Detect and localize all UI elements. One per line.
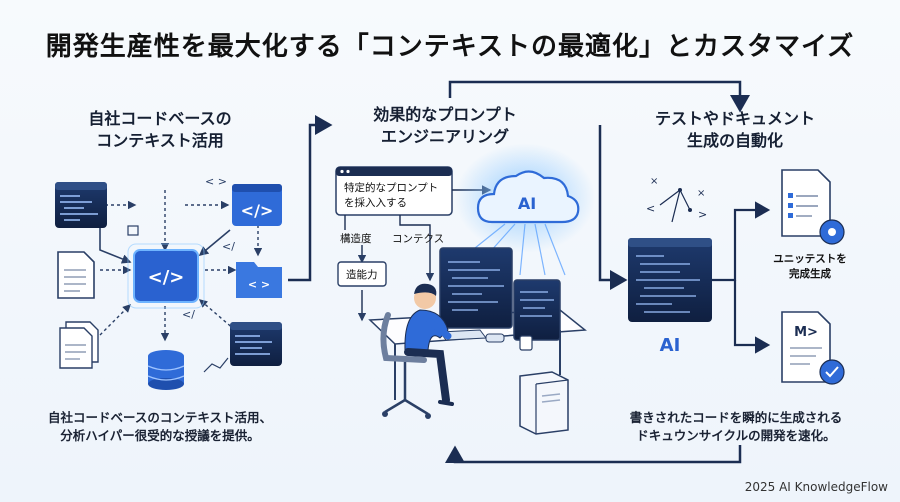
database-icon: [147, 350, 185, 390]
label-ability: 造能力: [346, 268, 378, 281]
ai-cloud-label: AI: [518, 194, 536, 213]
label-structure: 構造度: [340, 232, 372, 245]
slash-icon: </: [222, 240, 235, 253]
page-title: 開発生産性を最大化する「コンテキストの最適化」とカスタマイズ: [45, 32, 855, 62]
prompt-note-line2: を採入入する: [344, 196, 407, 209]
automation-illustration: × × < > AI ユニッテストを 完成生成 M>: [628, 169, 847, 385]
markdown-icon: M>: [794, 325, 818, 340]
mini-list-icon: [127, 225, 139, 236]
code-tag-icon: </>: [241, 201, 274, 220]
graph-line-icon: [203, 357, 229, 373]
section-1-caption: 自社コードベースのコンテキスト活用、 分析ハイパー很受的な授議を提供。: [47, 410, 272, 443]
codebase-network: </> < > </ </ </> < >: [55, 175, 282, 390]
section-3-title: テストやドキュメント 生成の自動化: [654, 109, 815, 150]
section-2-title: 効果的なプロンプト エンジニアリング: [373, 105, 517, 146]
svg-text:×: ×: [697, 188, 705, 199]
section-3-caption: 書きされたコードを瞬的に生成される ドキュウンサイクルの開発を速化。: [629, 410, 843, 443]
ai-automation-label: AI: [660, 335, 681, 356]
prompt-note-line1: 特定的なプロンプト: [344, 181, 438, 194]
chevrons-icon: < >: [205, 175, 227, 188]
unit-test-label-2: 完成生成: [789, 267, 831, 280]
svg-text:×: ×: [650, 176, 658, 187]
check-gear-icon: [819, 359, 845, 385]
code-chip-icon: </>: [148, 267, 185, 288]
section-1-title: 自社コードベースの コンテキスト活用: [88, 109, 232, 150]
label-context: コンテクス: [392, 233, 444, 245]
prompt-engineering-illustration: 特定的なプロンプト を採入入する 構造度 コンテクス 造能力 AI: [335, 143, 595, 435]
svg-text:<: <: [646, 202, 655, 215]
svg-text:>: >: [698, 208, 707, 221]
folder-chevrons-icon: < >: [248, 278, 270, 291]
flow-arrows: [288, 80, 750, 464]
unit-test-label-1: ユニッテストを: [773, 253, 847, 265]
footer-credit: 2025 AI KnowledgeFlow: [744, 480, 888, 494]
slash-small-icon: </: [182, 308, 195, 321]
